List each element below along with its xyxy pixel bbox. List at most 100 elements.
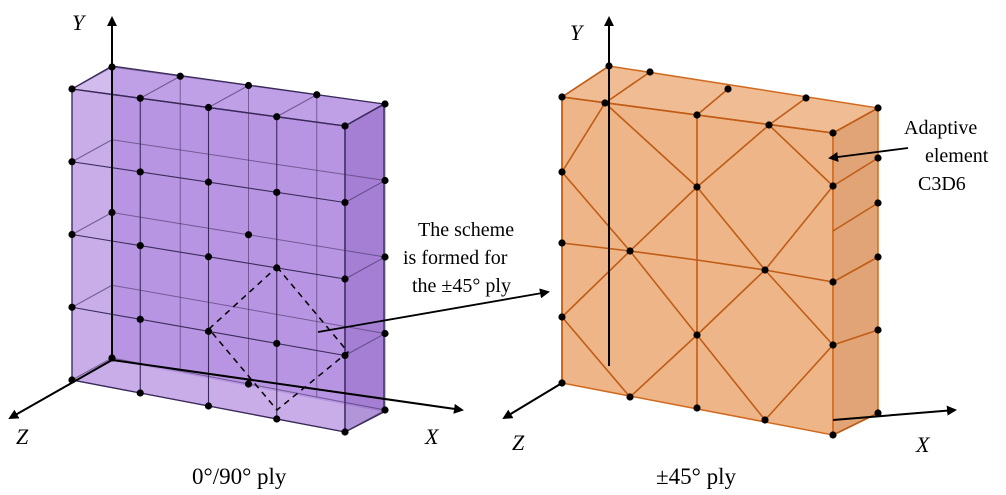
mesh-node — [341, 122, 349, 130]
mesh-node — [341, 198, 349, 207]
mesh-node — [802, 94, 810, 102]
mesh-node — [176, 72, 184, 80]
mesh-node — [626, 393, 634, 401]
right-x-axis — [832, 405, 957, 421]
mesh-node — [558, 313, 566, 321]
right-z-axis — [502, 382, 563, 420]
mesh-node — [68, 303, 76, 311]
mesh-node — [646, 68, 654, 76]
mesh-node — [108, 354, 116, 362]
mesh-node — [874, 253, 882, 261]
mesh-node — [136, 315, 144, 323]
mesh-node — [341, 275, 349, 283]
element-label-line-2: element — [925, 145, 989, 167]
right-axis-x-label: X — [915, 432, 931, 457]
mesh-node — [558, 379, 566, 387]
left-grid-line — [344, 256, 386, 280]
left-grid-line — [71, 212, 113, 235]
mesh-node — [381, 100, 389, 108]
mesh-node — [244, 81, 253, 90]
mesh-node — [558, 93, 566, 101]
scheme-annotation: The scheme is formed for the ±45° ply — [317, 219, 550, 333]
mesh-node — [136, 94, 144, 102]
scheme-label-line-3: the ±45° ply — [412, 275, 511, 297]
mesh-node — [829, 278, 837, 286]
left-grid-line — [344, 180, 386, 203]
mesh-node — [761, 266, 769, 274]
left-nodes — [68, 63, 389, 436]
scheme-label-line-1: The scheme — [418, 219, 514, 241]
right-axis-z-label: Z — [512, 430, 525, 455]
mesh-node — [273, 339, 281, 348]
right-panel: Y X Z ±45° ply — [502, 16, 957, 489]
mesh-node — [68, 85, 76, 93]
mesh-node — [874, 154, 882, 162]
mesh-node — [829, 182, 837, 190]
element-arrow — [828, 147, 909, 162]
mesh-node — [204, 402, 213, 410]
mesh-node — [136, 242, 144, 250]
mesh-node — [136, 389, 144, 397]
scheme-arrow — [317, 288, 550, 333]
mesh-node — [381, 406, 389, 414]
right-caption: ±45° ply — [656, 464, 736, 489]
mesh-node — [558, 239, 566, 247]
right-axes — [502, 16, 957, 421]
mesh-node — [874, 104, 882, 112]
mesh-node — [273, 264, 281, 272]
left-grid-line — [71, 139, 113, 163]
mesh-node — [136, 168, 144, 176]
mesh-node — [381, 253, 389, 261]
mesh-node — [724, 85, 732, 93]
mesh-node — [273, 113, 281, 121]
mesh-node — [313, 91, 321, 99]
left-x-axis — [111, 359, 464, 414]
mesh-node — [108, 208, 116, 217]
mesh-node — [244, 380, 253, 388]
left-panel: Y X Z 0°/90° ply — [8, 10, 464, 489]
left-axis-x-label: X — [424, 424, 440, 449]
left-grid-line — [344, 333, 386, 356]
mesh-node — [244, 231, 253, 239]
mesh-node — [874, 409, 882, 417]
mesh-node — [761, 416, 769, 424]
mesh-node — [68, 158, 76, 166]
left-grid-line — [140, 75, 181, 99]
mesh-node — [626, 247, 634, 255]
element-label-line-1: Adaptive — [904, 117, 977, 139]
mesh-node — [874, 199, 882, 207]
mesh-node — [874, 326, 882, 334]
left-grid-line — [344, 103, 386, 127]
left-caption: 0°/90° ply — [192, 464, 287, 489]
left-grid-line — [111, 284, 386, 334]
mesh-node — [693, 404, 701, 412]
mesh-node — [558, 168, 566, 176]
left-grid-line — [71, 284, 113, 308]
left-grid-line — [276, 94, 317, 118]
element-annotation: Adaptive element C3D6 — [828, 117, 989, 195]
left-grid-line — [71, 357, 113, 381]
right-axis-y-label: Y — [570, 20, 585, 45]
mesh-node — [829, 341, 837, 349]
left-z-axis — [8, 359, 113, 419]
scheme-label-line-2: is formed for — [403, 247, 508, 269]
mesh-node — [829, 129, 837, 137]
element-label-line-3: C3D6 — [918, 173, 966, 195]
left-diamond — [207, 266, 350, 412]
left-axes — [8, 16, 464, 419]
mesh-node — [273, 188, 281, 196]
mesh-node — [381, 329, 389, 338]
mesh-node — [204, 253, 213, 261]
right-nodes — [558, 62, 882, 439]
mesh-node — [605, 62, 613, 70]
left-grid-line — [344, 409, 386, 433]
mesh-node — [68, 376, 76, 384]
mesh-node — [693, 331, 701, 339]
mesh-node — [341, 428, 349, 436]
mesh-node — [829, 431, 837, 439]
mesh-node — [108, 63, 116, 71]
mesh-node — [273, 415, 281, 423]
left-axis-y-label: Y — [72, 10, 87, 35]
mesh-node — [693, 111, 701, 119]
